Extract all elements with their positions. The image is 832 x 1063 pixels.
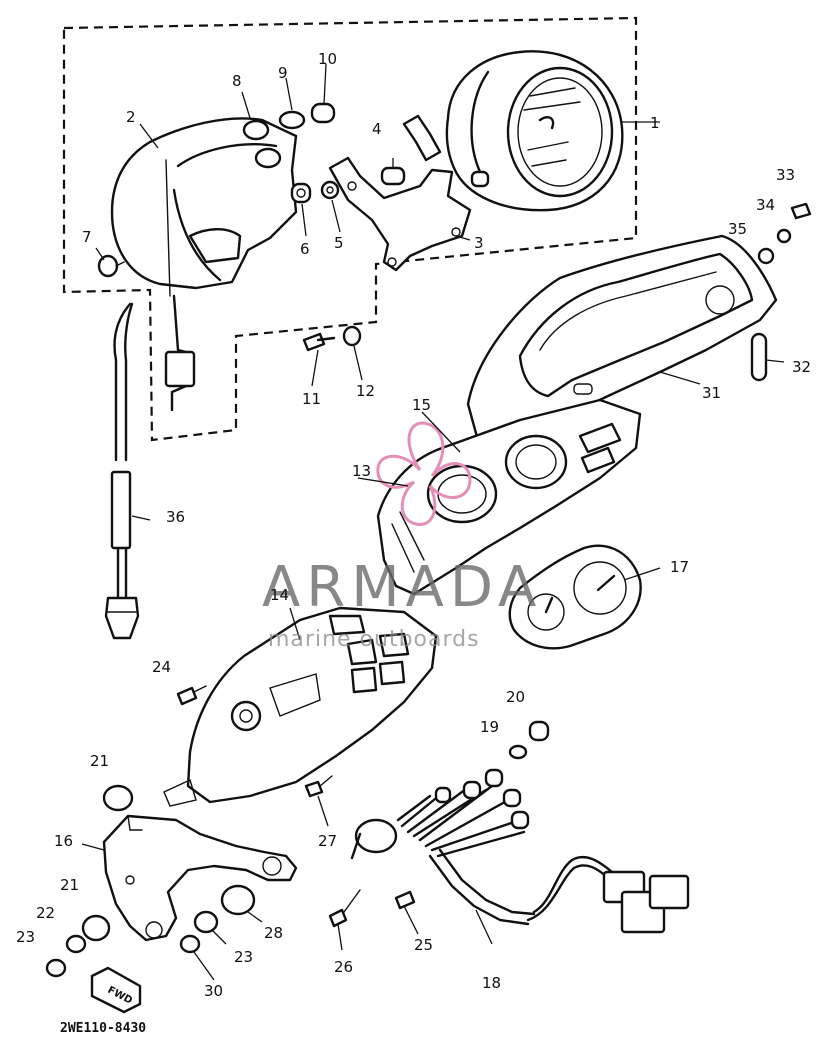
callout-16: 16 [54,832,73,850]
meter-wire-harness [350,768,690,934]
callout-3: 3 [474,234,484,252]
callout-12: 12 [356,382,375,400]
screw-26 [328,889,361,928]
washer-5 [320,180,340,200]
speedometer-cable [104,302,140,640]
meter-cover [466,234,778,450]
meter-case [110,117,298,297]
callout-28: 28 [264,924,283,942]
forward-direction-arrow [90,966,142,1014]
callout-32: 32 [792,358,811,376]
callout-2: 2 [126,108,136,126]
grommet-21-upper [102,784,134,812]
callout-14: 14 [270,586,289,604]
bulb-9 [278,77,306,130]
callout-11: 11 [302,390,321,408]
callout-7: 7 [82,228,92,246]
bulb-19 [508,744,528,760]
meter-lead-connector [164,294,196,412]
speedometer-assembly [445,50,660,212]
callout-8: 8 [232,72,242,90]
bulb-7 [97,254,125,278]
callout-4: 4 [372,120,382,138]
callout-6: 6 [300,240,310,258]
callout-21-lower: 21 [60,876,79,894]
callout-5: 5 [334,234,344,252]
grommet-4 [380,158,406,186]
meter-panel [508,544,642,650]
assembly-boundary-dashed [62,16,638,442]
screw-27 [304,775,333,798]
callout-25: 25 [414,936,433,954]
callout-23-right: 23 [234,948,253,966]
callout-34: 34 [756,196,775,214]
callout-19: 19 [480,718,499,736]
meter-bracket [328,114,472,272]
grommet-6 [290,182,312,204]
callout-18: 18 [482,974,501,992]
indicator-panel [163,606,438,807]
callout-24: 24 [152,658,171,676]
nut-23-left [45,958,67,978]
callout-20: 20 [506,688,525,706]
nut-30 [179,934,201,954]
screw-33 [790,202,812,220]
callout-33: 33 [776,166,795,184]
rubber-32 [750,332,768,382]
callout-30: 30 [204,982,223,1000]
callout-26: 26 [334,958,353,976]
collar-35 [757,247,775,265]
watermark-brand: ARMADA [262,555,542,620]
callout-31: 31 [702,384,721,402]
washer-12 [342,325,362,347]
callout-13: 13 [352,462,371,480]
watermark-tagline: marine outboards [268,627,480,652]
meter-stay-bracket [102,814,298,942]
grommet-21-lower [81,914,111,942]
callout-23-left: 23 [16,928,35,946]
cap-10 [310,63,336,124]
callout-17: 17 [670,558,689,576]
callout-15: 15 [412,396,431,414]
washer-23-right [193,910,219,934]
washer-34 [776,228,792,244]
bulb-socket-8 [241,91,282,169]
callout-leaders [81,123,785,981]
callout-35: 35 [728,220,747,238]
drawing-code: 2WE110-8430 [60,1021,146,1036]
callout-36: 36 [166,508,185,526]
callout-27: 27 [318,832,337,850]
screw-24 [176,685,207,706]
callout-9: 9 [278,64,288,82]
callout-22: 22 [36,904,55,922]
washer-22 [65,934,87,954]
callout-21-upper: 21 [90,752,109,770]
screw-25 [394,890,416,910]
screw-11 [302,332,336,352]
watermark-logo-icon [376,421,472,526]
callout-10: 10 [318,50,337,68]
cap-20 [528,720,550,742]
callout-1: 1 [650,114,660,132]
grommet-28 [220,884,256,916]
